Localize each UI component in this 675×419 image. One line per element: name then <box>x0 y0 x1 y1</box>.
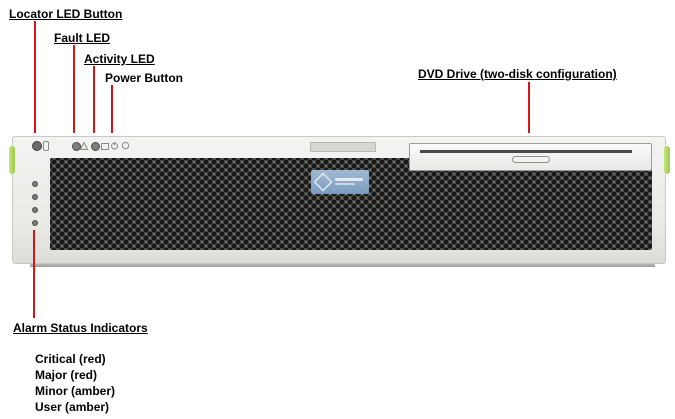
dvd-drive-label: DVD Drive (two-disk configuration) <box>418 67 617 81</box>
locator-led-button[interactable] <box>32 141 42 151</box>
power-button-label: Power Button <box>105 71 183 85</box>
power-icon[interactable] <box>110 141 119 150</box>
leader-fault <box>73 45 75 133</box>
right-handle-ear <box>664 146 670 174</box>
leader-locator <box>34 21 36 133</box>
leader-power <box>111 85 113 133</box>
fault-led <box>72 142 81 151</box>
chassis-rail <box>30 262 655 267</box>
leader-activity <box>93 66 95 133</box>
dvd-disc-slot <box>420 150 632 153</box>
activity-led-label: Activity LED <box>84 52 155 66</box>
alarm-status-indicators-label: Alarm Status Indicators <box>13 321 148 335</box>
fault-led-label: Fault LED <box>54 31 110 45</box>
alarm-led-major <box>32 194 38 200</box>
leader-dvd <box>528 82 530 133</box>
alarm-led-minor <box>32 207 38 213</box>
power-button[interactable] <box>121 141 130 150</box>
alarm-item-user: User (amber) <box>35 400 110 414</box>
activity-led <box>91 142 100 151</box>
activity-icon <box>101 143 109 150</box>
warning-triangle-icon <box>80 142 88 150</box>
alarm-led-user <box>32 220 38 226</box>
sun-logo <box>311 170 369 194</box>
alarm-led-critical <box>32 181 38 187</box>
left-handle-ear <box>9 146 15 174</box>
sun-logo-icon <box>313 172 363 192</box>
leader-alarm <box>33 230 35 318</box>
alarm-item-critical: Critical (red) <box>35 352 106 366</box>
dvd-eject-button[interactable] <box>512 156 550 163</box>
locator-icon <box>43 141 49 151</box>
alarm-item-major: Major (red) <box>35 368 98 382</box>
model-plate <box>310 142 376 152</box>
locator-led-button-label: Locator LED Button <box>9 7 123 21</box>
alarm-item-minor: Minor (amber) <box>35 384 116 398</box>
